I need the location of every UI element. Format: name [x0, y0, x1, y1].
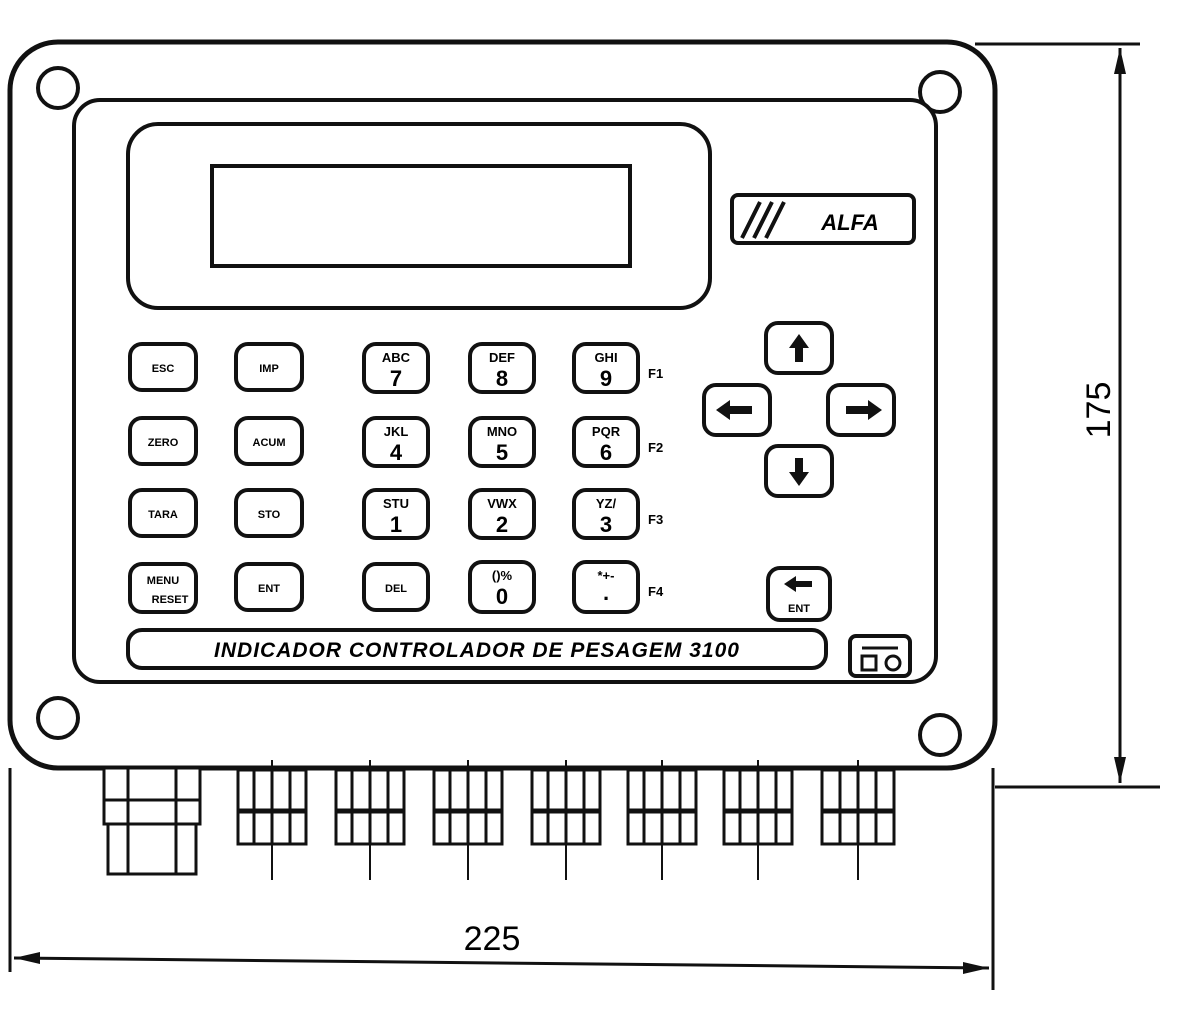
- cable-gland: [722, 760, 794, 880]
- key-1-letters: STU: [383, 496, 409, 511]
- key-dot-symbols: *+-: [598, 568, 615, 583]
- cable-gland: [530, 760, 602, 880]
- key-1-digit: 1: [390, 512, 402, 537]
- menu-label: MENU: [147, 575, 179, 587]
- key-2[interactable]: VWX 2: [468, 488, 536, 540]
- imp-button[interactable]: IMP: [234, 342, 304, 392]
- key-4-letters: JKL: [384, 424, 409, 439]
- esc-label: ESC: [152, 363, 175, 375]
- key-0[interactable]: ()% 0: [468, 560, 536, 614]
- key-3[interactable]: YZ/ 3: [572, 488, 640, 540]
- key-7[interactable]: ABC 7: [362, 342, 430, 394]
- key-6[interactable]: PQR 6: [572, 416, 640, 468]
- key-0-digit: 0: [496, 584, 508, 609]
- menu-sub-label: RESET: [152, 594, 189, 606]
- key-0-symbols: ()%: [492, 568, 513, 583]
- key-9-letters: GHI: [594, 350, 617, 365]
- mount-hole-bottom-right: [918, 713, 962, 757]
- acum-button[interactable]: ACUM: [234, 416, 304, 466]
- key-9-digit: 9: [600, 366, 612, 391]
- key-8-letters: DEF: [489, 350, 515, 365]
- key-5-digit: 5: [496, 440, 508, 465]
- key-dot-char: .: [603, 580, 609, 605]
- key-6-digit: 6: [600, 440, 612, 465]
- imp-label: IMP: [259, 363, 279, 375]
- mount-hole-bottom-left: [36, 696, 80, 740]
- del-button[interactable]: DEL: [362, 562, 430, 612]
- cable-gland: [626, 760, 698, 880]
- width-dimension-label: 225: [464, 920, 521, 958]
- display-screen: [210, 164, 632, 268]
- arrow-up-icon: [789, 334, 809, 362]
- arrow-down-icon: [789, 458, 809, 486]
- sto-label: STO: [258, 509, 281, 521]
- certification-badge: [848, 634, 912, 678]
- panel-title: INDICADOR CONTROLADOR DE PESAGEM 3100: [214, 639, 740, 662]
- logo-text: ALFA: [820, 210, 878, 235]
- key-8[interactable]: DEF 8: [468, 342, 536, 394]
- height-dimension-label: 175: [1080, 382, 1118, 439]
- key-5[interactable]: MNO 5: [468, 416, 536, 468]
- esc-button[interactable]: ESC: [128, 342, 198, 392]
- key-7-digit: 7: [390, 366, 402, 391]
- arrow-right-button[interactable]: [826, 383, 896, 437]
- key-2-digit: 2: [496, 512, 508, 537]
- arrow-left-icon: [716, 400, 752, 420]
- zero-label: ZERO: [148, 437, 179, 449]
- zero-button[interactable]: ZERO: [128, 416, 198, 466]
- width-dimension: [8, 768, 995, 990]
- ent-label: ENT: [258, 583, 280, 595]
- key-9[interactable]: GHI 9: [572, 342, 640, 394]
- enter-arrow-icon: [784, 576, 812, 592]
- key-8-digit: 8: [496, 366, 508, 391]
- key-4-digit: 4: [390, 440, 403, 465]
- brand-logo: ALFA: [730, 193, 916, 245]
- del-label: DEL: [385, 583, 407, 595]
- cable-gland: [102, 766, 202, 876]
- key-2-letters: VWX: [487, 496, 517, 511]
- key-5-letters: MNO: [487, 424, 517, 439]
- cable-gland: [432, 760, 504, 880]
- f2-label: F2: [648, 440, 663, 455]
- key-4[interactable]: JKL 4: [362, 416, 430, 468]
- enter-label: ENT: [788, 603, 810, 615]
- ent-button[interactable]: ENT: [234, 562, 304, 612]
- cable-gland: [820, 760, 896, 880]
- key-6-letters: PQR: [592, 424, 621, 439]
- key-7-letters: ABC: [382, 350, 411, 365]
- title-plate: [126, 628, 828, 670]
- menu-button[interactable]: MENU RESET: [128, 562, 198, 614]
- cable-glands: [102, 760, 896, 880]
- arrow-left-button[interactable]: [702, 383, 772, 437]
- height-dimension: [975, 42, 1160, 789]
- key-1[interactable]: STU 1: [362, 488, 430, 540]
- tara-label: TARA: [148, 509, 178, 521]
- cable-gland: [236, 760, 308, 880]
- mount-hole-top-left: [36, 66, 80, 110]
- arrow-up-button[interactable]: [764, 321, 834, 375]
- f4-label: F4: [648, 584, 664, 599]
- key-3-digit: 3: [600, 512, 612, 537]
- key-dot[interactable]: *+- .: [572, 560, 640, 614]
- tara-button[interactable]: TARA: [128, 488, 198, 538]
- sto-button[interactable]: STO: [234, 488, 304, 538]
- arrow-right-icon: [846, 400, 882, 420]
- f3-label: F3: [648, 512, 663, 527]
- mount-hole-top-right: [918, 70, 962, 114]
- acum-label: ACUM: [253, 437, 286, 449]
- cable-gland: [334, 760, 406, 880]
- key-3-letters: YZ/: [596, 496, 617, 511]
- enter-button[interactable]: ENT: [766, 566, 832, 622]
- f1-label: F1: [648, 366, 663, 381]
- arrow-down-button[interactable]: [764, 444, 834, 498]
